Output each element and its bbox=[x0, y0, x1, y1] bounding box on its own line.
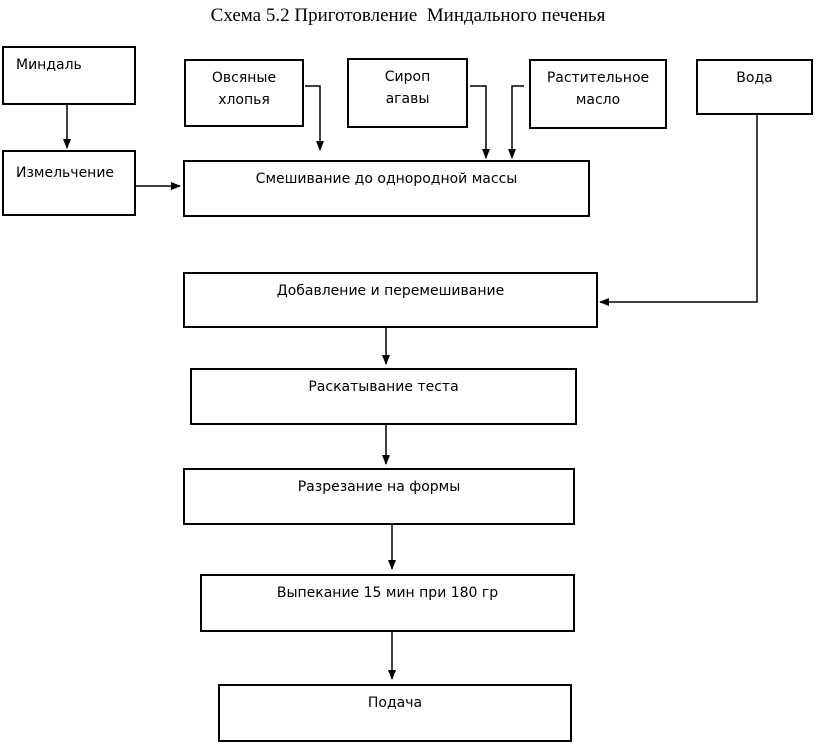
node-oil: Растительное масло bbox=[529, 59, 667, 129]
node-adding-label: Добавление и перемешивание bbox=[276, 283, 505, 299]
node-adding: Добавление и перемешивание bbox=[183, 272, 598, 328]
node-serving-label: Подача bbox=[367, 695, 423, 711]
arrow-syrup-to-mixing bbox=[470, 85, 490, 159]
node-mixing-label: Смешивание до однородной массы bbox=[255, 171, 518, 187]
node-almond-label: Миндаль bbox=[16, 57, 82, 73]
node-serving: Подача bbox=[218, 684, 572, 742]
arrow-oil-to-mixing bbox=[508, 85, 524, 159]
node-rolling: Раскатывание теста bbox=[190, 368, 577, 425]
node-almond: Миндаль bbox=[2, 46, 136, 105]
node-oats-label: Овсяные хлопья bbox=[211, 70, 277, 108]
node-syrup-label: Сироп агавы bbox=[384, 69, 431, 107]
node-syrup: Сироп агавы bbox=[347, 58, 468, 128]
node-rolling-label: Раскатывание теста bbox=[308, 379, 459, 395]
node-cutting: Разрезание на формы bbox=[183, 468, 575, 525]
diagram-title: Схема 5.2 Приготовление Миндального пече… bbox=[210, 5, 606, 26]
node-water: Вода bbox=[696, 59, 813, 115]
node-oats: Овсяные хлопья bbox=[184, 59, 304, 127]
node-oil-label: Растительное масло bbox=[546, 70, 650, 108]
node-mixing: Смешивание до однородной массы bbox=[183, 160, 590, 217]
arrow-oats-to-mixing bbox=[305, 85, 324, 151]
node-grinding-label: Измельчение bbox=[16, 165, 115, 181]
node-cutting-label: Разрезание на формы bbox=[297, 479, 461, 495]
node-grinding: Измельчение bbox=[2, 150, 136, 216]
node-water-label: Вода bbox=[736, 70, 773, 86]
arrow-water-to-adding bbox=[599, 114, 758, 306]
node-baking-label: Выпекание 15 мин при 180 гр bbox=[276, 585, 499, 601]
node-baking: Выпекание 15 мин при 180 гр bbox=[200, 574, 575, 632]
